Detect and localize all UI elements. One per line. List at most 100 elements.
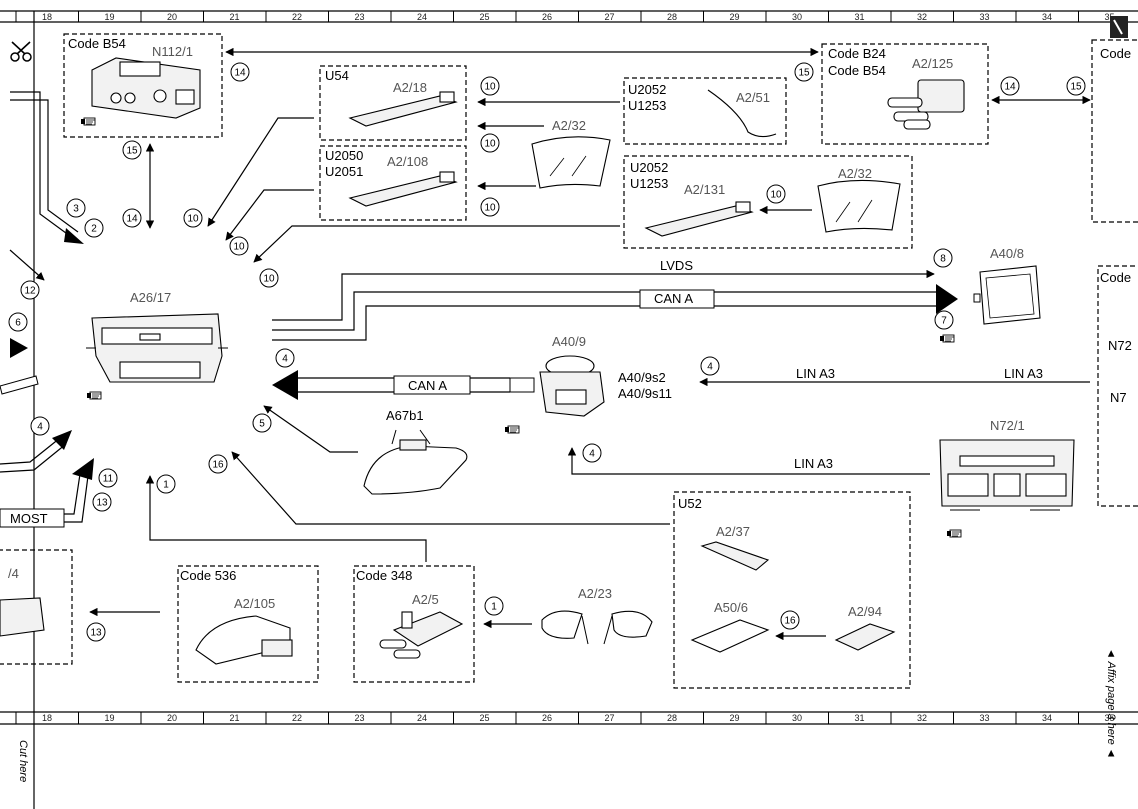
callout-c4d: 4 — [30, 416, 50, 436]
callout-number: 8 — [940, 254, 946, 265]
antenna-bar-icon — [700, 541, 770, 571]
a2-105-box: Code 536 A2/105 — [177, 565, 319, 683]
callout-c10f: 10 — [229, 236, 249, 256]
callout-number: 4 — [707, 362, 713, 373]
callout-number: 1 — [163, 480, 169, 491]
ruler-label: 34 — [1042, 713, 1052, 723]
callout-c10g: 10 — [259, 268, 279, 288]
a2-105-code: Code 536 — [180, 568, 236, 583]
callout-number: 10 — [484, 139, 496, 150]
note-hand-icon — [504, 425, 520, 434]
a2-37-id: A2/37 — [716, 524, 750, 539]
a2-94-id: A2/94 — [848, 604, 882, 619]
callout-c15c: 15 — [1066, 76, 1086, 96]
u2050-amplifier-icon — [348, 171, 458, 207]
callout-c10a: 10 — [480, 76, 500, 96]
right-cutoff-box: Code Code N72 N7 — [1091, 39, 1138, 507]
callout-c15b: 15 — [122, 140, 142, 160]
ruler-label: 28 — [667, 12, 677, 22]
a2-131-code2: U1253 — [630, 176, 668, 191]
ruler-label: 24 — [417, 713, 427, 723]
a2-125-code1: Code B24 — [828, 46, 886, 61]
ruler-label: 18 — [42, 12, 52, 22]
callout-c12: 12 — [20, 280, 40, 300]
antenna-block-icon — [834, 623, 896, 651]
connections: MOST LVDS CAN A CAN A LIN A3 LIN A3 LIN … — [0, 47, 1091, 641]
note-hand-icon — [80, 117, 96, 126]
callout-c7: 7 — [934, 310, 954, 330]
callout-number: 7 — [941, 316, 947, 327]
a2-131-box: U2052 U1253 A2/131 A2/32 — [623, 155, 913, 249]
left-mirror-icon — [541, 610, 583, 639]
u2050-box: U2050 U2051 A2/108 — [319, 145, 467, 221]
a2-105-id: A2/105 — [234, 596, 275, 611]
callout-number: 4 — [37, 422, 43, 433]
ruler-label: 26 — [542, 713, 552, 723]
ruler-label: 24 — [417, 12, 427, 22]
n72-1: N72/1 — [939, 418, 1075, 538]
callout-number: 4 — [589, 449, 595, 460]
most-bus-box — [0, 508, 65, 528]
antenna-amplifier-icon — [379, 611, 464, 659]
callout-number: 10 — [484, 203, 496, 214]
u52-code: U52 — [678, 496, 702, 511]
callout-c1b: 1 — [484, 596, 504, 616]
callout-c4a: 4 — [275, 348, 295, 368]
ruler-label: 25 — [479, 12, 489, 22]
callout-number: 10 — [484, 82, 496, 93]
a2-51-code1: U2052 — [628, 82, 666, 97]
a2-51-id: A2/51 — [736, 90, 770, 105]
callout-number: 10 — [263, 274, 275, 285]
a2-131-id: A2/131 — [684, 182, 725, 197]
callout-c4c: 4 — [582, 443, 602, 463]
n72-1-id: N72/1 — [990, 418, 1025, 433]
shark-fin-antenna-icon — [195, 615, 291, 665]
callout-number: 13 — [96, 498, 108, 509]
callout-number: 15 — [1070, 82, 1082, 93]
mirror-icon — [363, 445, 468, 495]
callout-number: 15 — [798, 68, 810, 79]
a2-125-id: A2/125 — [912, 56, 953, 71]
ruler-label: 33 — [979, 713, 989, 723]
callout-c14c: 14 — [1000, 76, 1020, 96]
display-icon — [979, 265, 1041, 325]
callout-number: 16 — [212, 460, 224, 471]
ruler-label: 30 — [792, 12, 802, 22]
a40-9-id: A40/9 — [552, 334, 586, 349]
a2-131-code1: U2052 — [630, 160, 668, 175]
ruler-label: 22 — [292, 713, 302, 723]
a2-23-id: A2/23 — [578, 586, 612, 601]
callout-number: 4 — [282, 354, 288, 365]
windshield-icon — [817, 179, 901, 233]
control-panel-icon — [939, 439, 1075, 511]
a67b1: A67b1 — [363, 408, 468, 495]
a2-23: A2/23 — [541, 586, 653, 645]
key-card-icon — [690, 619, 770, 653]
right-cutoff-n7: N7 — [1110, 390, 1127, 405]
ruler-label: 21 — [229, 713, 239, 723]
a2-5-id: A2/5 — [412, 592, 439, 607]
a40-8-id: A40/8 — [990, 246, 1024, 261]
a2-32-top: A2/32 — [531, 118, 611, 189]
a67b1-id: A67b1 — [386, 408, 424, 423]
cut-here-label: Cut here — [17, 740, 29, 782]
callout-c10c: 10 — [480, 197, 500, 217]
a2-125-box: Code B24 Code B54 A2/125 — [821, 43, 989, 145]
callout-number: 2 — [91, 224, 97, 235]
callout-number: 6 — [15, 318, 21, 329]
ruler-label: 23 — [354, 12, 364, 22]
callout-c2: 2 — [84, 218, 104, 238]
callout-c15a: 15 — [794, 62, 814, 82]
u54-code: U54 — [325, 68, 349, 83]
callout-c5: 5 — [252, 413, 272, 433]
ruler-label: 21 — [229, 12, 239, 22]
a40-9s11-label: A40/9s11 — [618, 386, 672, 401]
callout-number: 10 — [233, 242, 245, 253]
lin-a3-label-1: LIN A3 — [796, 366, 835, 381]
ruler-label: 27 — [604, 713, 614, 723]
right-mirror-icon — [611, 610, 653, 638]
ruler-label: 23 — [354, 713, 364, 723]
u2050-id: A2/108 — [387, 154, 428, 169]
a50-6-id: A50/6 — [714, 600, 748, 615]
n112-1-box: Code B54 N112/1 — [63, 33, 223, 138]
